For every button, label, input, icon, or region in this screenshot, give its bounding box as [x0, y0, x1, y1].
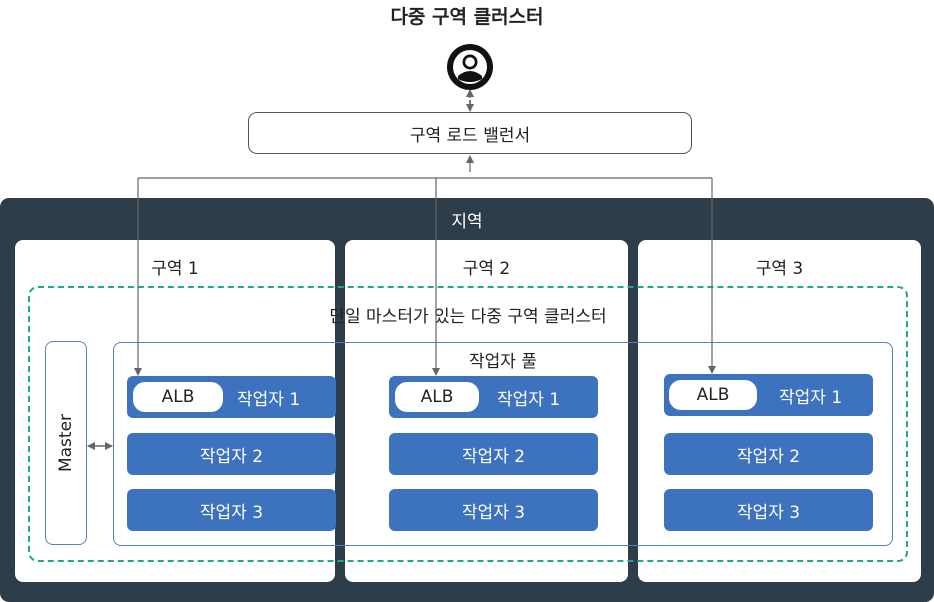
alb-label: ALB [696, 385, 730, 405]
worker-3-zone-2: 작업자 3 [389, 489, 598, 531]
alb-label: ALB [420, 387, 454, 407]
user-icon [446, 43, 494, 91]
zone-2-label: 구역 2 [462, 259, 511, 279]
worker-pool-label: 작업자 풀 [469, 352, 537, 372]
worker-label: 작업자 3 [736, 502, 801, 523]
zone-3-label: 구역 3 [755, 259, 804, 279]
cluster-label: 단일 마스터가 있는 다중 구역 클러스터 [329, 307, 607, 327]
load-balancer-label: 구역 로드 밸런서 [409, 125, 531, 146]
worker-2-zone-2: 작업자 2 [389, 433, 598, 475]
worker-label: 작업자 1 [779, 387, 843, 408]
worker-label: 작업자 2 [736, 446, 801, 467]
worker-label: 작업자 2 [461, 446, 526, 467]
alb-badge: ALB [669, 380, 757, 410]
worker-label: 작업자 3 [199, 502, 264, 523]
worker-1-zone-2: ALB 작업자 1 [389, 376, 598, 418]
worker-3-zone-1: 작업자 3 [127, 489, 336, 531]
region-label: 지역 [451, 212, 483, 232]
worker-1-zone-1: ALB 작업자 1 [127, 376, 336, 418]
worker-2-zone-1: 작업자 2 [127, 433, 336, 475]
worker-1-zone-3: ALB 작업자 1 [664, 374, 873, 416]
alb-badge: ALB [395, 382, 479, 412]
worker-label: 작업자 3 [461, 502, 526, 523]
zone-load-balancer: 구역 로드 밸런서 [248, 112, 692, 154]
worker-3-zone-3: 작업자 3 [664, 489, 873, 531]
cluster-boundary [28, 286, 908, 562]
worker-2-zone-3: 작업자 2 [664, 433, 873, 475]
zone-1-label: 구역 1 [151, 259, 199, 279]
alb-label: ALB [161, 387, 195, 407]
worker-label: 작업자 1 [497, 389, 561, 410]
master-node [45, 341, 87, 545]
worker-label: 작업자 1 [237, 389, 301, 410]
worker-pool [113, 342, 893, 546]
diagram-title: 다중 구역 클러스터 [390, 6, 544, 28]
worker-label: 작업자 2 [199, 446, 264, 467]
alb-badge: ALB [133, 382, 223, 412]
